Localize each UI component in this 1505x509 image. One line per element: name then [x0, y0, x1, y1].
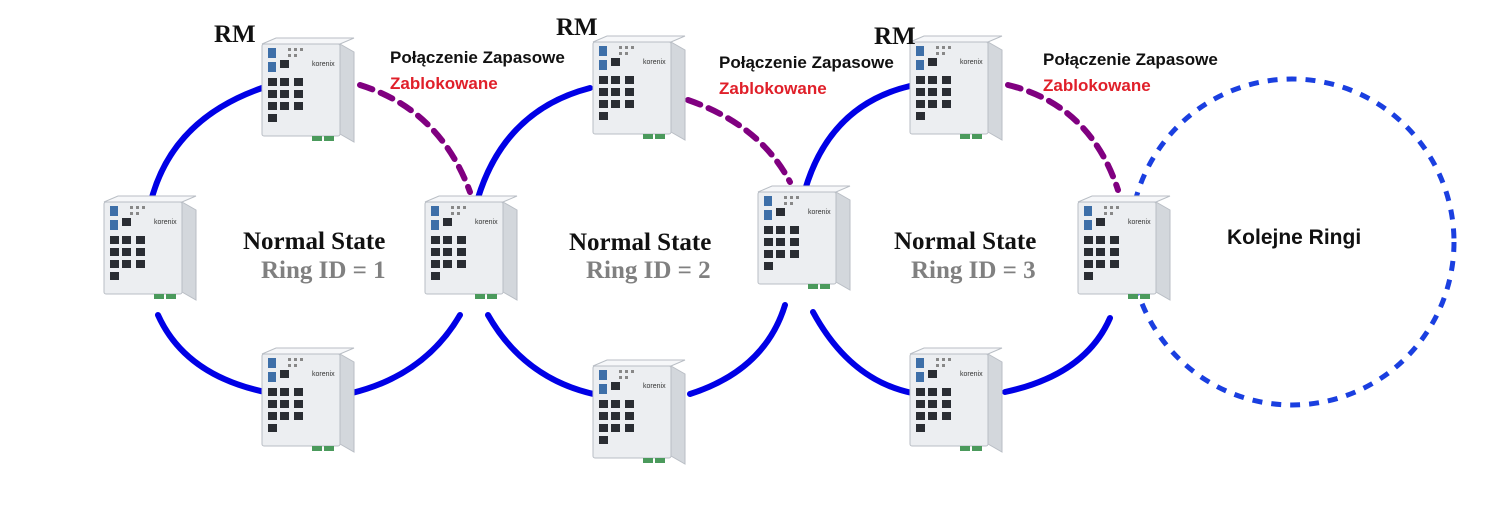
ring-3-backup-title: Połączenie Zapasowe — [1043, 50, 1218, 69]
ring-3-labels: RM Połączenie Zapasowe Zablokowane Norma… — [874, 23, 1218, 284]
ring-2-backup-link — [685, 97, 793, 185]
ring-3-backup-link — [1005, 82, 1121, 193]
ring-2-rm-label: RM — [556, 14, 598, 41]
ring-3-backup-status: Zablokowane — [1043, 76, 1151, 95]
switch-brand-label: korenix — [960, 59, 983, 66]
ring-3-id-label: Ring ID = 3 — [911, 257, 1036, 284]
ring-links — [147, 76, 1457, 408]
ring-1-id-label: Ring ID = 1 — [261, 257, 386, 284]
switch-brand-label: korenix — [643, 383, 666, 390]
ring-1-bottom-switch-icon: korenix — [261, 347, 355, 453]
ring-1-left-switch-icon: korenix — [103, 195, 197, 301]
ring-2-id-label: Ring ID = 2 — [586, 257, 711, 284]
ring-2-link-bottom-left — [485, 312, 601, 398]
ring-3-link-bottom-right — [1002, 315, 1113, 395]
switch-brand-label: korenix — [1128, 219, 1151, 226]
ring-2-link-top-left — [475, 85, 593, 201]
switch-brand-label: korenix — [154, 219, 177, 226]
ring-3-link-top-left — [802, 83, 913, 193]
switch-nodes: korenix korenix korenix korenix korenix koren… — [103, 35, 1171, 465]
ring-1-link-bottom-left — [155, 312, 268, 395]
ring-1-backup-link — [357, 82, 473, 195]
ring-1-link-bottom-right — [349, 312, 463, 396]
ring-2-link-bottom-right — [687, 302, 788, 397]
ring-2-rm-switch-icon: korenix — [592, 35, 686, 141]
switch-brand-label: korenix — [312, 61, 335, 68]
shared-switch-1-2-icon: korenix — [424, 195, 518, 301]
ring-1-state-label: Normal State — [243, 228, 385, 255]
ring-1-link-top-left — [147, 85, 265, 208]
switch-brand-label: korenix — [643, 59, 666, 66]
next-rings-dashed-circle — [1127, 76, 1457, 408]
ring-2-bottom-switch-icon: korenix — [592, 359, 686, 465]
switch-brand-label: korenix — [475, 219, 498, 226]
shared-switch-3-next-icon: korenix — [1077, 195, 1171, 301]
ring-2-backup-title: Połączenie Zapasowe — [719, 53, 894, 72]
ring-2-labels: RM Połączenie Zapasowe Zablokowane Norma… — [556, 14, 894, 284]
ring-3-rm-switch-icon: korenix — [909, 35, 1003, 141]
ring-2-backup-status: Zablokowane — [719, 79, 827, 98]
next-rings-label: Kolejne Ringi — [1227, 226, 1361, 249]
ring-3-state-label: Normal State — [894, 228, 1036, 255]
ring-1-rm-switch-icon: korenix — [261, 37, 355, 143]
ring-1-backup-status: Zablokowane — [390, 74, 498, 93]
switch-brand-label: korenix — [312, 371, 335, 378]
shared-switch-2-3-icon: korenix — [757, 185, 851, 291]
ring-1-backup-title: Połączenie Zapasowe — [390, 48, 565, 67]
switch-brand-label: korenix — [960, 371, 983, 378]
ring-3-rm-label: RM — [874, 23, 916, 50]
switch-brand-label: korenix — [808, 209, 831, 216]
ring-2-state-label: Normal State — [569, 229, 711, 256]
ring-1-rm-label: RM — [214, 21, 256, 48]
ring-3-bottom-switch-icon: korenix — [909, 347, 1003, 453]
ring-3-link-bottom-left — [810, 309, 915, 396]
ring-1-labels: RM Połączenie Zapasowe Zablokowane Norma… — [214, 21, 565, 284]
